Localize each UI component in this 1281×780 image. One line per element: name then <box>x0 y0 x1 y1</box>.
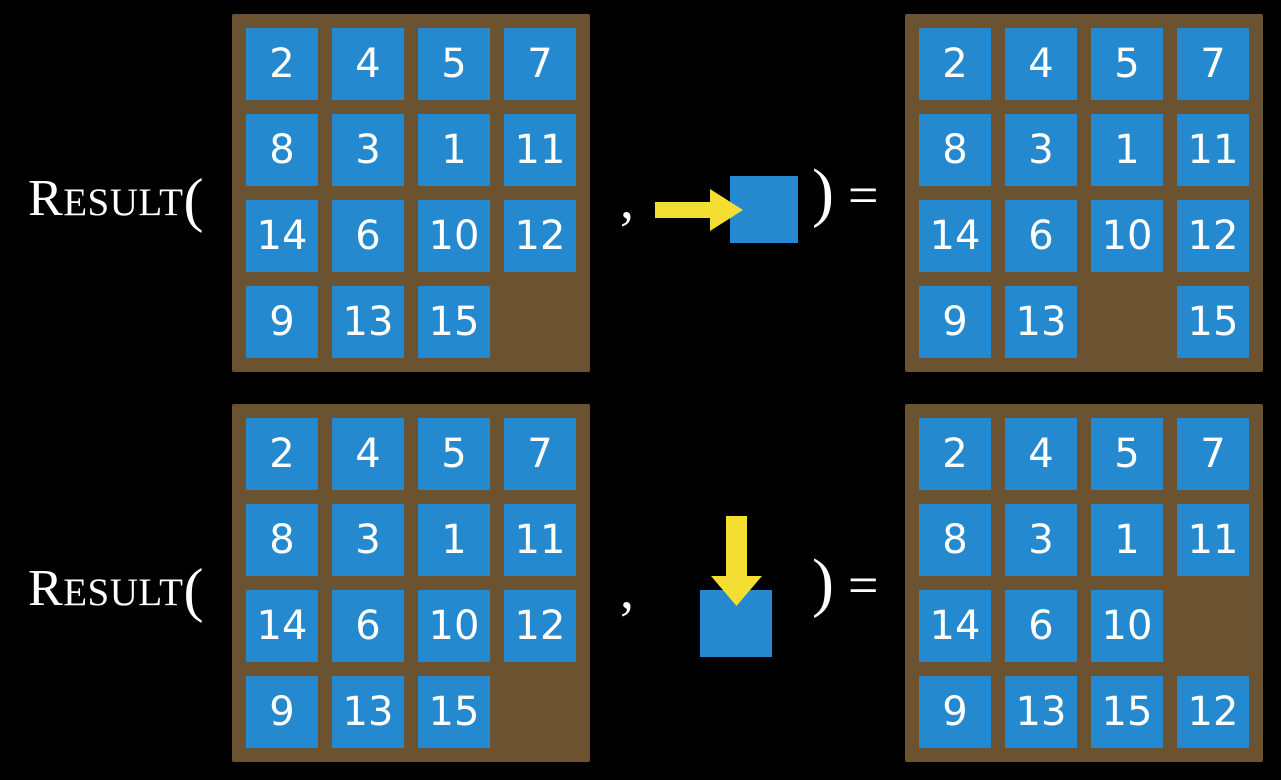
puzzle-empty-slot <box>504 286 576 358</box>
result-function-label-bottom: RESULT( <box>28 555 204 620</box>
puzzle-tile[interactable]: 10 <box>1091 590 1163 662</box>
puzzle-tile[interactable]: 9 <box>246 676 318 748</box>
puzzle-tile[interactable]: 12 <box>504 590 576 662</box>
puzzle-tile[interactable]: 4 <box>332 418 404 490</box>
puzzle-tile[interactable]: 4 <box>332 28 404 100</box>
argument-separator-comma-top: , <box>620 169 634 231</box>
puzzle-tile[interactable]: 14 <box>246 200 318 272</box>
puzzle-tile[interactable]: 11 <box>1177 114 1249 186</box>
puzzle-tile[interactable]: 3 <box>1005 504 1077 576</box>
puzzle-tile[interactable]: 11 <box>504 114 576 186</box>
puzzle-tile[interactable]: 12 <box>1177 200 1249 272</box>
result-capital-r-bottom: R <box>28 560 64 617</box>
puzzle-tile[interactable]: 6 <box>332 590 404 662</box>
puzzle-tile[interactable]: 1 <box>1091 504 1163 576</box>
puzzle-tile[interactable]: 7 <box>504 28 576 100</box>
action-indicator-move-down <box>690 510 810 660</box>
arrow-right-icon <box>655 189 743 231</box>
puzzle-tile[interactable]: 4 <box>1005 28 1077 100</box>
equals-sign-bottom: = <box>848 555 879 615</box>
puzzle-tile[interactable]: 15 <box>418 286 490 358</box>
action-indicator-move-right <box>655 170 805 250</box>
puzzle-tile[interactable]: 9 <box>919 286 991 358</box>
puzzle-tile[interactable]: 14 <box>919 590 991 662</box>
puzzle-empty-slot <box>1091 286 1163 358</box>
puzzle-tile[interactable]: 7 <box>504 418 576 490</box>
puzzle-tile[interactable]: 13 <box>1005 286 1077 358</box>
puzzle-tile[interactable]: 6 <box>1005 590 1077 662</box>
puzzle-tile[interactable]: 3 <box>332 114 404 186</box>
puzzle-tile[interactable]: 7 <box>1177 28 1249 100</box>
result-smallcaps-bottom: ESULT <box>63 571 184 614</box>
open-paren-bottom: ( <box>183 557 204 623</box>
puzzle-empty-slot <box>1177 590 1249 662</box>
puzzle-tile[interactable]: 15 <box>1177 286 1249 358</box>
puzzle-tile[interactable]: 8 <box>246 504 318 576</box>
puzzle-tile[interactable]: 5 <box>1091 418 1163 490</box>
result-function-label-top: RESULT( <box>28 165 204 230</box>
puzzle-tile[interactable]: 8 <box>919 504 991 576</box>
puzzle-empty-slot <box>504 676 576 748</box>
puzzle-tile[interactable]: 4 <box>1005 418 1077 490</box>
puzzle-tile[interactable]: 13 <box>332 676 404 748</box>
puzzle-tile[interactable]: 5 <box>1091 28 1163 100</box>
puzzle-tile[interactable]: 5 <box>418 418 490 490</box>
puzzle-tile[interactable]: 13 <box>1005 676 1077 748</box>
puzzle-tile[interactable]: 12 <box>1177 676 1249 748</box>
puzzle-tile[interactable]: 6 <box>332 200 404 272</box>
open-paren-top: ( <box>183 167 204 233</box>
puzzle-tile[interactable]: 9 <box>246 286 318 358</box>
puzzle-tile[interactable]: 1 <box>418 114 490 186</box>
puzzle-tile[interactable]: 10 <box>418 590 490 662</box>
puzzle-tile[interactable]: 12 <box>504 200 576 272</box>
puzzle-tile[interactable]: 3 <box>1005 114 1077 186</box>
puzzle-tile[interactable]: 14 <box>246 590 318 662</box>
puzzle-tile[interactable]: 9 <box>919 676 991 748</box>
puzzle-tile[interactable]: 2 <box>919 418 991 490</box>
puzzle-tile[interactable]: 14 <box>919 200 991 272</box>
puzzle-tile[interactable]: 3 <box>332 504 404 576</box>
close-paren-top: ) <box>812 156 834 229</box>
equals-sign-top: = <box>848 165 879 225</box>
puzzle-tile[interactable]: 5 <box>418 28 490 100</box>
result-smallcaps-top: ESULT <box>63 181 184 224</box>
puzzle-tile[interactable]: 2 <box>246 418 318 490</box>
puzzle-tile[interactable]: 8 <box>919 114 991 186</box>
close-paren-bottom: ) <box>812 546 834 619</box>
puzzle-tile[interactable]: 2 <box>246 28 318 100</box>
puzzle-tile[interactable]: 7 <box>1177 418 1249 490</box>
puzzle-tile[interactable]: 11 <box>504 504 576 576</box>
puzzle-tile[interactable]: 8 <box>246 114 318 186</box>
puzzle-tile[interactable]: 13 <box>332 286 404 358</box>
puzzle-tile[interactable]: 1 <box>1091 114 1163 186</box>
puzzle-tile[interactable]: 15 <box>418 676 490 748</box>
puzzle-tile[interactable]: 15 <box>1091 676 1163 748</box>
arrow-down-icon <box>711 516 762 606</box>
puzzle-tile[interactable]: 1 <box>418 504 490 576</box>
result-capital-r-top: R <box>28 170 64 227</box>
puzzle-tile[interactable]: 10 <box>1091 200 1163 272</box>
puzzle-tile[interactable]: 2 <box>919 28 991 100</box>
puzzle-tile[interactable]: 10 <box>418 200 490 272</box>
argument-separator-comma-bottom: , <box>620 559 634 621</box>
puzzle-tile[interactable]: 11 <box>1177 504 1249 576</box>
puzzle-tile[interactable]: 6 <box>1005 200 1077 272</box>
